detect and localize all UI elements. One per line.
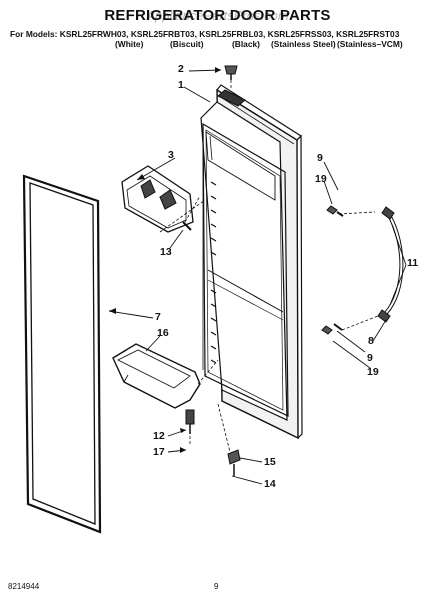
variant-stainless-steel: (Stainless Steel) (271, 39, 336, 49)
callout-2: 2 (178, 63, 184, 75)
callout-17: 17 (153, 446, 165, 458)
page-title: REFRIGERATOR DOOR PARTS (104, 7, 331, 24)
door-liner (202, 122, 289, 417)
assembly-lines (159, 80, 379, 453)
callout-7: 7 (155, 311, 161, 323)
door-handle (377, 206, 404, 323)
callout-9-lower: 9 (367, 352, 373, 364)
callout-16: 16 (157, 327, 169, 339)
variant-white: (White) (115, 39, 144, 49)
models-line: For Models: KSRL25FRWH03, KSRL25FRBT03, … (10, 29, 400, 39)
watermark: AppliancePartsPros.com (146, 8, 289, 23)
dairy-door-screw (182, 221, 192, 231)
callout-19-upper: 19 (315, 173, 327, 185)
variant-black: (Black) (232, 39, 260, 49)
variant-biscuit: (Biscuit) (170, 39, 204, 49)
handle-screws (321, 205, 344, 335)
door-bin (112, 343, 201, 409)
callout-8: 8 (368, 335, 374, 347)
callout-12: 12 (153, 430, 165, 442)
dairy-door (121, 165, 194, 233)
callout-19-lower: 19 (367, 366, 379, 378)
top-hinge-screw (224, 65, 238, 80)
document-number: 8214944 (8, 582, 40, 591)
callout-3: 3 (168, 149, 174, 161)
bottom-hinge-parts (185, 409, 241, 476)
leader-arrowheads (109, 67, 221, 453)
door-gasket (22, 174, 102, 534)
callout-11: 11 (407, 257, 419, 269)
callout-13: 13 (160, 246, 172, 258)
variant-stainless-vcm: (Stainless–VCM) (337, 39, 403, 49)
callout-9-upper: 9 (317, 152, 323, 164)
callout-15: 15 (264, 456, 276, 468)
page-number: 9 (214, 582, 219, 591)
callout-1: 1 (178, 79, 184, 91)
callout-14: 14 (264, 478, 276, 490)
door-top-trim (217, 89, 246, 107)
